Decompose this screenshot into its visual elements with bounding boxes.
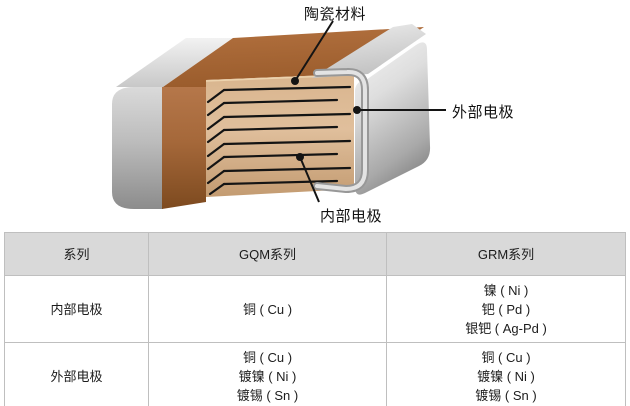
table-row-internal-electrode: 内部电极 铜 ( Cu ) 镍 ( Ni ) 钯 ( Pd ) 银钯 ( Ag-…: [4, 275, 626, 343]
external-electrode-label: 外部电极: [452, 104, 515, 121]
table-header-row: 系列 GQM系列 GRM系列: [4, 232, 626, 276]
right-terminal-front-face: [355, 42, 431, 195]
capacitor-cutaway-drawing: [112, 20, 446, 209]
header-series: 系列: [4, 232, 149, 276]
ceramic-material-label: 陶瓷材料: [304, 6, 367, 23]
row-label-internal-electrode: 内部电极: [4, 275, 149, 343]
cell-external-grm: 铜 ( Cu ) 镀镍 ( Ni ) 镀锡 ( Sn ): [386, 342, 626, 406]
internal-electrode-label: 内部电极: [320, 208, 383, 225]
header-grm-series: GRM系列: [386, 232, 626, 276]
ceramic-top-face: [163, 27, 424, 87]
left-terminal-top-face: [116, 38, 233, 87]
cross-section-face: [206, 74, 354, 197]
row-label-external-electrode: 外部电极: [4, 342, 149, 406]
capacitor-diagram: 陶瓷材料 外部电极 内部电极: [112, 6, 515, 225]
cell-external-gqm: 铜 ( Cu ) 镀镍 ( Ni ) 镀锡 ( Sn ): [148, 342, 387, 406]
header-gqm-series: GQM系列: [148, 232, 387, 276]
ceramic-front-face: [162, 87, 206, 209]
table-row-external-electrode: 外部电极 铜 ( Cu ) 镀镍 ( Ni ) 镀锡 ( Sn ) 铜 ( Cu…: [4, 342, 626, 406]
external-electrode-leader-line: [353, 106, 446, 114]
ceramic-leader-line: [291, 20, 334, 85]
right-terminal-top-face: [312, 24, 426, 78]
left-terminal-front-face: [112, 87, 163, 209]
leader-lines: [291, 20, 446, 203]
cell-internal-grm: 镍 ( Ni ) 钯 ( Pd ) 银钯 ( Ag-Pd ): [386, 275, 626, 343]
series-materials-table: 系列 GQM系列 GRM系列 内部电极 铜 ( Cu ) 镍 ( Ni ) 钯 …: [4, 232, 626, 406]
internal-electrode-layers: [206, 85, 352, 196]
external-electrode-bracket: [313, 67, 369, 193]
internal-electrode-leader-line: [296, 153, 320, 203]
cell-internal-gqm: 铜 ( Cu ): [148, 275, 387, 343]
